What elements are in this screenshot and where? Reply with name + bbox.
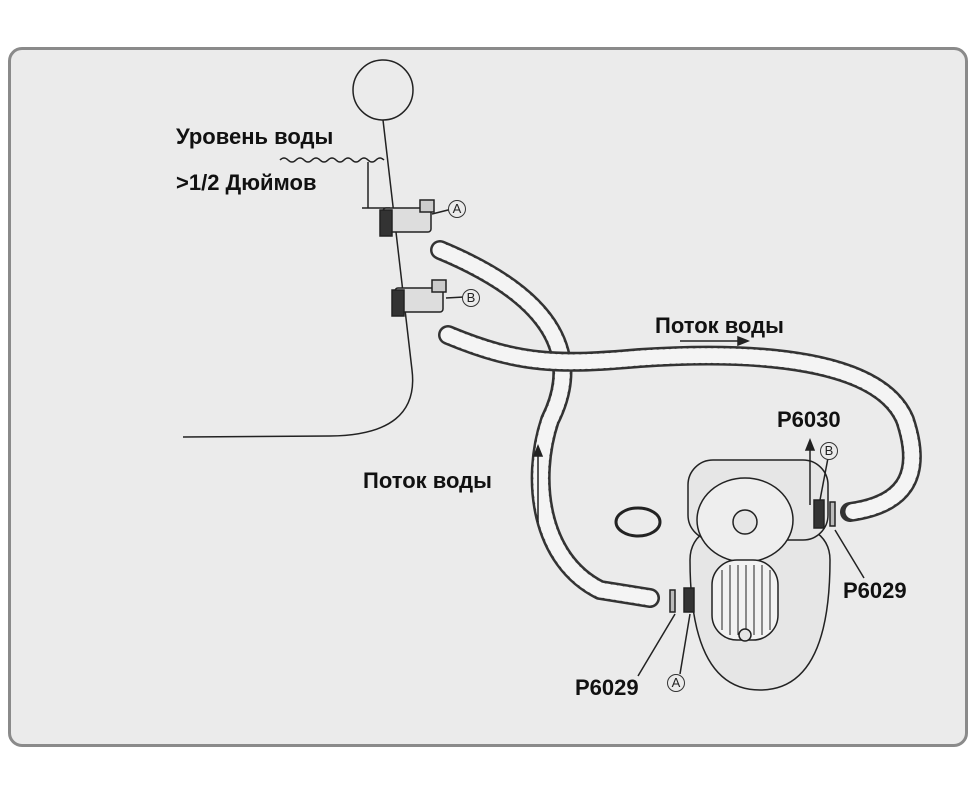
- filter-pump: [614, 459, 836, 691]
- depth-marker: [362, 162, 390, 209]
- pool-float: [352, 59, 414, 121]
- part-p6029-bottom-label: P6029: [575, 675, 639, 700]
- marker-b-valve: B: [462, 289, 480, 307]
- marker-a-pump: A: [667, 674, 685, 692]
- marker-b-pump: B: [820, 442, 838, 460]
- part-p6029-right-label: P6029: [843, 578, 907, 603]
- pool-wall: [182, 119, 414, 438]
- water-level-line: [279, 157, 385, 163]
- depth-label: >1/2 Дюймов: [176, 170, 317, 195]
- flow-label-top: Поток воды: [655, 313, 784, 338]
- marker-a-valve: A: [448, 200, 466, 218]
- power-cord: [614, 506, 662, 538]
- water-level-label: Уровень воды: [176, 124, 334, 149]
- part-p6030-label: P6030: [777, 407, 841, 432]
- flow-label-left: Поток воды: [363, 468, 492, 493]
